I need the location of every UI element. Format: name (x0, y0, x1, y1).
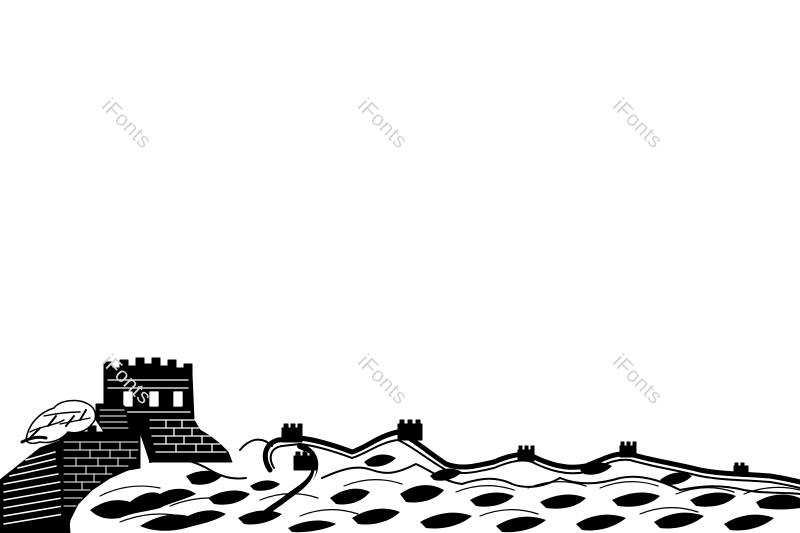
stair-steps (3, 451, 65, 525)
wall-bricks (63, 441, 139, 507)
distant-towers (281, 419, 749, 477)
watchtower-details (107, 379, 227, 453)
mountain-brush-strokes (90, 454, 800, 533)
distant-wall-ribbon (262, 429, 800, 485)
mountain-contours (99, 479, 800, 523)
